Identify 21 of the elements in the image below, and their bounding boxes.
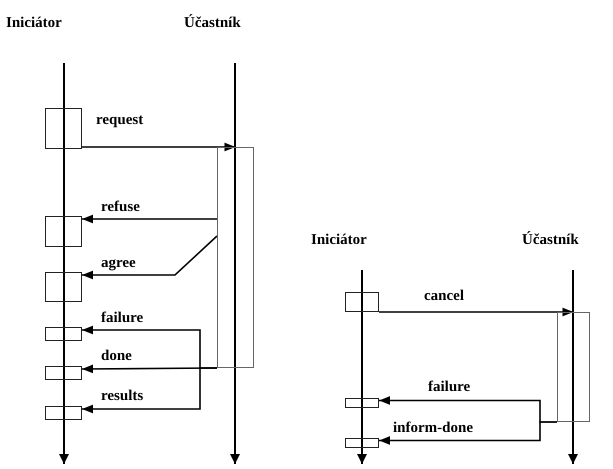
message-arrow	[82, 235, 218, 280]
activation-box	[345, 292, 379, 312]
message-arrow	[379, 421, 557, 445]
activation-box	[45, 108, 82, 149]
activation-box	[345, 398, 379, 408]
activation-box	[45, 406, 82, 420]
activation-box	[45, 272, 82, 302]
message-arrow	[82, 214, 217, 224]
activation-box	[45, 327, 82, 341]
message-arrow	[82, 142, 236, 152]
activation-box	[345, 438, 379, 448]
activation-box	[45, 366, 82, 380]
lifeline-heading: Iniciátor	[311, 231, 367, 249]
activation-bar	[557, 312, 590, 422]
activation-bar	[217, 147, 254, 368]
activation-box	[45, 216, 82, 247]
message-arrow	[82, 367, 217, 414]
message-arrow	[379, 308, 574, 316]
lifeline-heading: Účastník	[522, 231, 579, 249]
lifeline-heading: Iniciátor	[6, 14, 62, 32]
lifeline-heading: Účastník	[184, 14, 241, 32]
